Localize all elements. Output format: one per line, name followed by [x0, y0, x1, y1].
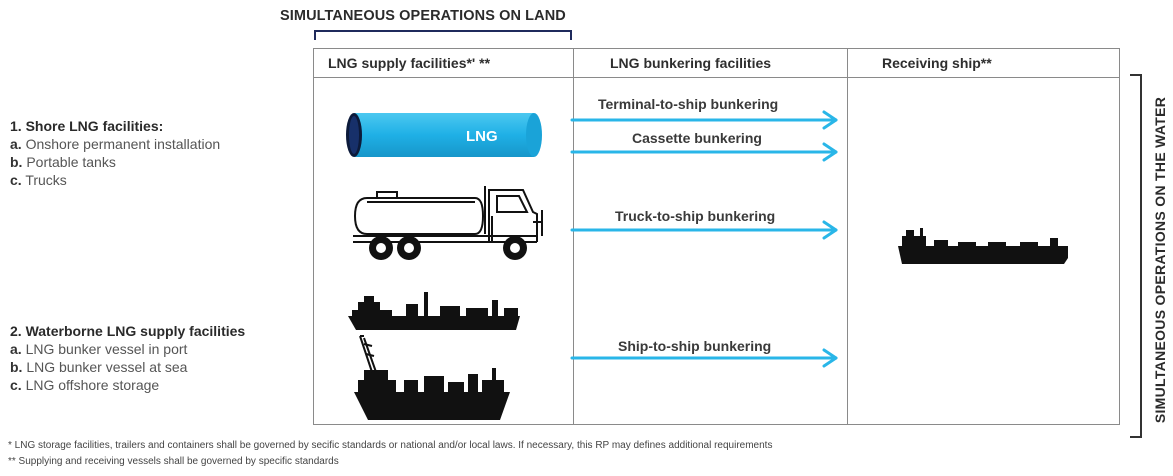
offshore-storage-icon — [354, 335, 510, 420]
column-divider — [847, 49, 848, 424]
cassette-arrow-head — [822, 142, 838, 162]
list-item: b. LNG bunker vessel at sea — [10, 359, 188, 375]
waterborne-facilities-list: 2. Waterborne LNG supply facilities a. L… — [10, 323, 245, 393]
list-item: a. LNG bunker vessel in port — [10, 341, 188, 357]
truck-arrow-head — [822, 220, 838, 240]
lng-truck-icon — [353, 186, 543, 260]
bunkering-arrows — [570, 110, 838, 368]
shore-title: 1. Shore LNG facilities: — [10, 118, 164, 134]
water-operations-title: SIMULTANEOUS OPERATIONS ON THE WATER — [1152, 96, 1168, 424]
receiving-ship-icon — [898, 228, 1068, 264]
footnote-storage: * LNG storage facilities, trailers and c… — [8, 440, 773, 451]
header-divider — [314, 77, 1119, 78]
header-bunkering: LNG bunkering facilities — [610, 55, 772, 71]
header-receiving: Receiving ship** — [882, 55, 992, 71]
terminal-to-ship-label: Terminal-to-ship bunkering — [598, 96, 779, 112]
cassette-bunkering-label: Cassette bunkering — [632, 130, 762, 146]
list-item: a. Onshore permanent installation — [10, 136, 221, 152]
list-item: c. LNG offshore storage — [10, 377, 160, 393]
list-item: b. Portable tanks — [10, 154, 116, 170]
terminal-arrow-head — [822, 110, 838, 130]
land-bracket — [314, 30, 572, 40]
shore-facilities-list: 1. Shore LNG facilities: a. Onshore perm… — [10, 118, 220, 188]
bunker-vessel-icon — [348, 292, 520, 330]
lng-tank-icon — [346, 113, 542, 157]
water-bracket — [1130, 74, 1142, 438]
footnote-vessels: ** Supplying and receiving vessels shall… — [8, 456, 339, 467]
land-operations-title: SIMULTANEOUS OPERATIONS ON LAND — [280, 8, 566, 24]
column-divider — [573, 49, 574, 424]
tank-label: LNG — [466, 128, 498, 145]
operations-table: LNG supply facilities*' ** LNG bunkering… — [313, 48, 1120, 425]
ship-arrow-head — [822, 348, 838, 368]
truck-to-ship-label: Truck-to-ship bunkering — [615, 208, 776, 224]
ship-to-ship-label: Ship-to-ship bunkering — [618, 338, 772, 354]
header-supply: LNG supply facilities*' ** — [328, 55, 491, 71]
waterborne-title: 2. Waterborne LNG supply facilities — [10, 323, 246, 339]
list-item: c. Trucks — [10, 172, 67, 188]
